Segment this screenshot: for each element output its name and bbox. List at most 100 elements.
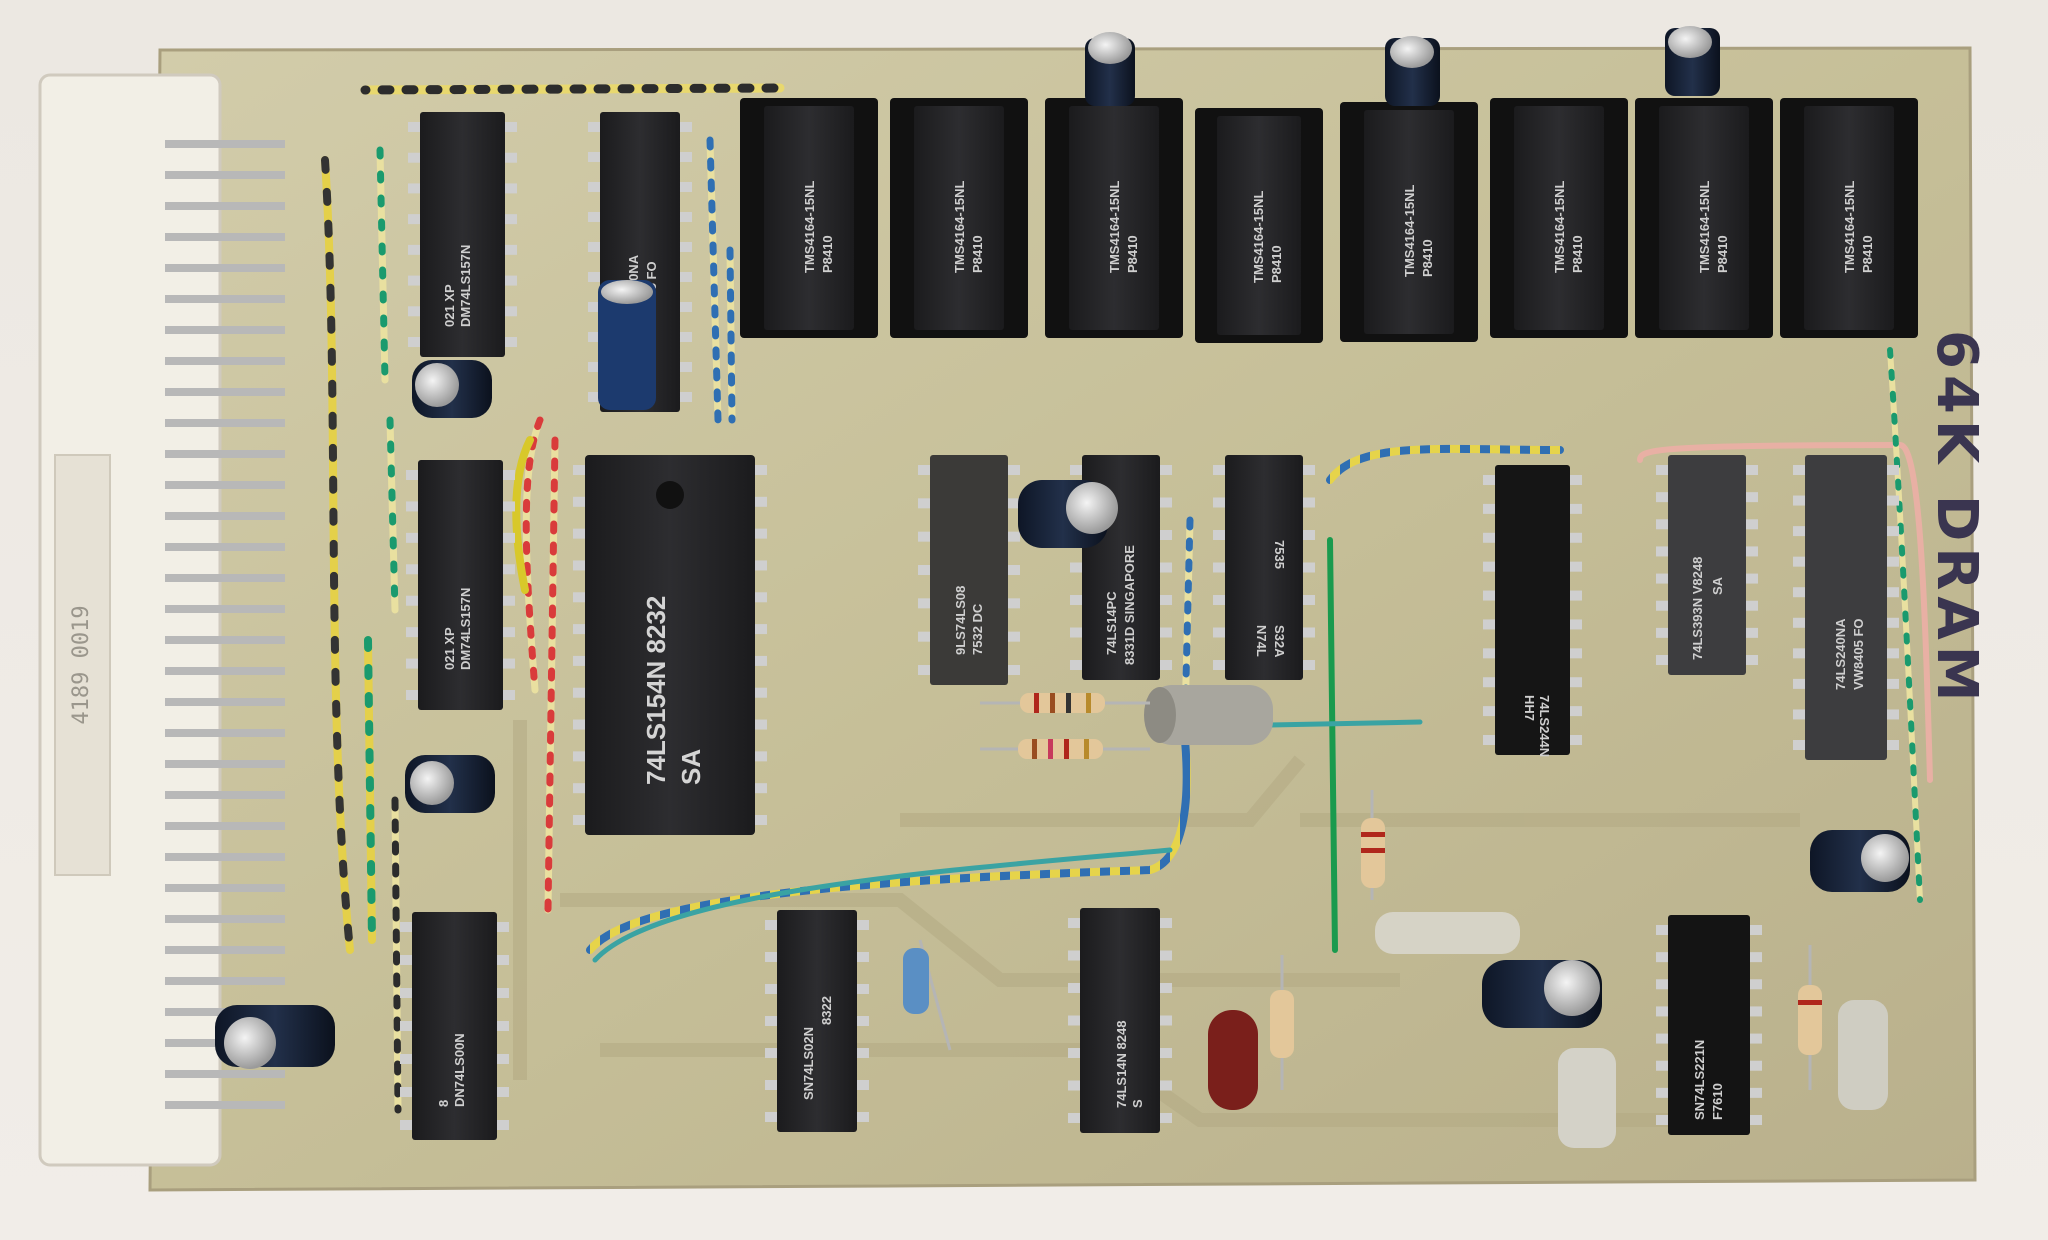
chip-pin bbox=[1570, 619, 1582, 630]
chip-pin bbox=[588, 182, 600, 192]
film-capacitor bbox=[1208, 1010, 1258, 1110]
chip-pin bbox=[1160, 918, 1172, 928]
chip-pin bbox=[918, 598, 930, 609]
chip-pin bbox=[1887, 465, 1899, 475]
chip-pin bbox=[1746, 465, 1758, 475]
chip-pin bbox=[503, 627, 515, 638]
chip-pin bbox=[1793, 495, 1805, 506]
chip-pin bbox=[1160, 1015, 1172, 1026]
chip-pin bbox=[1746, 546, 1758, 557]
chip-pin bbox=[1656, 1033, 1668, 1044]
chip-pin bbox=[1887, 648, 1899, 659]
connector-pin bbox=[165, 822, 285, 830]
jumper-wires bbox=[321, 83, 1933, 1114]
chip-label: SN74LS221N bbox=[1692, 1040, 1707, 1120]
connector-pin bbox=[165, 946, 285, 954]
chip-pin bbox=[497, 1120, 509, 1130]
resistor bbox=[903, 939, 952, 1051]
chip-pin bbox=[1570, 677, 1582, 688]
electrolytic-capacitor bbox=[1665, 26, 1720, 96]
chip-pin bbox=[1068, 1048, 1080, 1058]
chip-label: P8410 bbox=[1715, 235, 1730, 273]
chip-pin bbox=[918, 665, 930, 675]
chip-pin bbox=[400, 955, 412, 965]
chip-pin bbox=[573, 783, 585, 794]
chip-pin bbox=[400, 1021, 412, 1031]
chip-pin bbox=[755, 783, 767, 794]
chip-pin bbox=[1068, 1015, 1080, 1026]
chip-pin bbox=[1656, 1006, 1668, 1017]
chip-label: S32A bbox=[1272, 625, 1287, 658]
chip-pin bbox=[1750, 1006, 1762, 1017]
chip-pin bbox=[1887, 709, 1899, 720]
chip-pin bbox=[497, 922, 509, 932]
chip-label: P8410 bbox=[1125, 235, 1140, 273]
chip-pin bbox=[1008, 531, 1020, 542]
chip-pin bbox=[1656, 925, 1668, 935]
oneshot-chip: SN74LS221N F7610 bbox=[1668, 915, 1750, 1135]
chip-pin bbox=[1656, 519, 1668, 530]
resistor bbox=[1270, 955, 1294, 1090]
connector-pin bbox=[165, 202, 285, 210]
chip-pin bbox=[1070, 595, 1082, 605]
chip-pin bbox=[1793, 465, 1805, 475]
chip-pin bbox=[1160, 530, 1172, 540]
chip-pin bbox=[408, 244, 420, 255]
chip-pin bbox=[1008, 598, 1020, 609]
chip-pin bbox=[1213, 660, 1225, 670]
chip-pin bbox=[765, 1080, 777, 1090]
connector-pin bbox=[165, 295, 285, 303]
chip-pin bbox=[1213, 627, 1225, 638]
chip-label: 74LS393N V8248 bbox=[1690, 557, 1705, 660]
chip-pin bbox=[1068, 983, 1080, 993]
chip-pin bbox=[1483, 706, 1495, 717]
chip-pin bbox=[1570, 735, 1582, 745]
electrolytic-capacitor bbox=[215, 1005, 335, 1069]
film-capacitor bbox=[1375, 912, 1520, 954]
chip-pin bbox=[1656, 600, 1668, 611]
chip-pin bbox=[857, 1016, 869, 1026]
chip-label: P8410 bbox=[970, 235, 985, 273]
chip-pin bbox=[755, 815, 767, 825]
electrolytic-capacitor bbox=[1385, 36, 1440, 106]
chip-label: VW8405 FO bbox=[1851, 618, 1866, 690]
connector-pin bbox=[165, 853, 285, 861]
chip-pin bbox=[1483, 590, 1495, 601]
chip-pin bbox=[1068, 1113, 1080, 1123]
chip-pin bbox=[1303, 595, 1315, 605]
chip-pin bbox=[765, 1112, 777, 1122]
chip-pin bbox=[1656, 952, 1668, 963]
connector-pin bbox=[165, 233, 285, 241]
chip-pin bbox=[588, 362, 600, 372]
chip-pin bbox=[1746, 627, 1758, 638]
chip-label: DN74LS00N bbox=[452, 1033, 467, 1107]
chip-pin bbox=[857, 920, 869, 930]
chip-pin bbox=[1008, 631, 1020, 642]
chip-pin bbox=[918, 631, 930, 642]
chip-label: 74LS244N bbox=[1537, 695, 1552, 757]
chip-pin bbox=[588, 152, 600, 162]
resistor bbox=[980, 693, 1150, 713]
chip-label: 021 XP bbox=[442, 627, 457, 670]
chip-pin bbox=[1160, 1113, 1172, 1123]
chip-pin bbox=[765, 920, 777, 930]
chip-pin bbox=[1793, 648, 1805, 659]
chip-pin bbox=[1887, 556, 1899, 567]
chip-pin bbox=[505, 214, 517, 225]
connector-pin bbox=[165, 915, 285, 923]
chip-pin bbox=[680, 242, 692, 252]
chip-pin bbox=[573, 592, 585, 603]
chip-pin bbox=[406, 564, 418, 575]
connector-pin bbox=[165, 698, 285, 706]
connector-pin bbox=[165, 357, 285, 365]
logic-chips-middle: 9LS74LS08 7532 DC 74LS14PC 8331D SINGAPO… bbox=[930, 455, 1887, 760]
chip-pin bbox=[1213, 497, 1225, 508]
electrolytic-capacitor bbox=[1482, 960, 1602, 1028]
chip-pin bbox=[680, 272, 692, 282]
chip-pin bbox=[755, 528, 767, 539]
resistor bbox=[980, 739, 1150, 759]
chip-pin bbox=[755, 719, 767, 730]
chip-pin bbox=[755, 465, 767, 475]
chip-label: P8410 bbox=[1269, 245, 1284, 283]
connector-pin bbox=[165, 1070, 285, 1078]
